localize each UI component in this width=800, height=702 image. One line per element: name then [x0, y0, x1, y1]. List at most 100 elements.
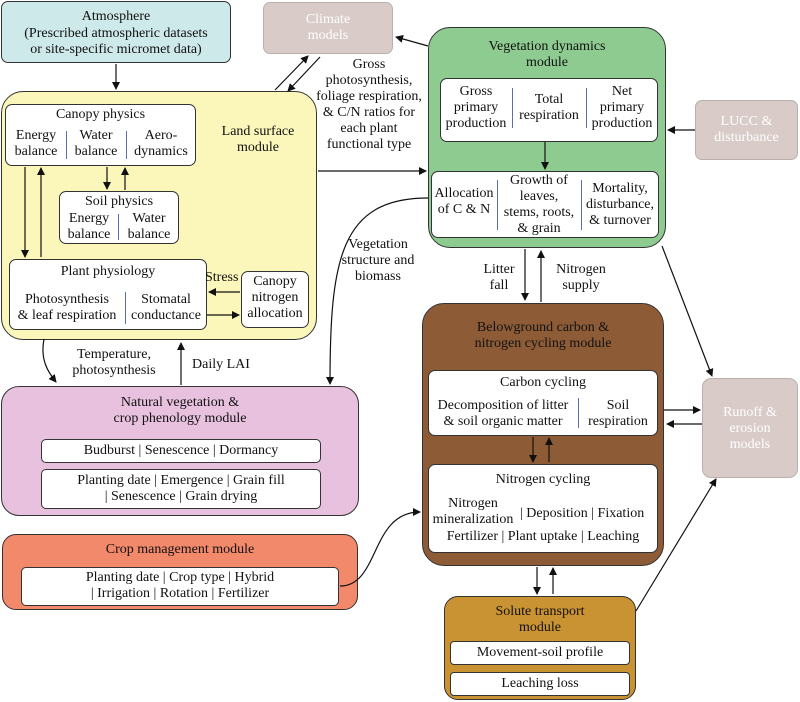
phenology-title1: Natural vegetation & [120, 395, 240, 410]
npp-line2: primary [599, 100, 645, 115]
solute-item2: Leaching loss [501, 676, 579, 691]
physiology-photo1: Photosynthesis [24, 292, 109, 307]
climate-line2: models [307, 28, 349, 43]
allocation-box [431, 171, 659, 238]
land-surface-label1: Land surface [221, 124, 295, 139]
temp-photo-line2: photosynthesis [72, 363, 156, 378]
runoff-line2: erosion [729, 421, 771, 436]
atmosphere-box: Atmosphere (Prescribed atmospheric datas… [1, 1, 231, 63]
belowground-title1: Belowground carbon & [476, 320, 610, 335]
runoff-line3: models [729, 437, 771, 452]
arrow-land-to-climate [274, 55, 309, 91]
phenology-title2: crop phenology module [113, 411, 247, 426]
physiology-photo2: & leaf respiration [17, 308, 117, 323]
temp-photo-line1: Temperature, [76, 347, 152, 362]
nitrogen-cycling-title: Nitrogen cycling [495, 472, 591, 487]
canopy-water1: Water [79, 128, 113, 143]
solute-title2: module [519, 620, 561, 635]
atmosphere-title: Atmosphere [81, 9, 151, 24]
phenology-row1: Budburst | Senescence | Dormancy [83, 443, 279, 458]
arrow-solute-to-runoff [635, 478, 717, 612]
solute-title1: Solute transport [495, 604, 585, 619]
runoff-erosion-box: Runoff & erosion models [702, 378, 798, 478]
canopy-nitrogen-line1: Canopy [253, 274, 297, 289]
arrow-land-to-phenology [42, 338, 57, 383]
physiology-stom2: conductance [131, 308, 201, 323]
canopy-energy2: balance [14, 144, 58, 159]
flux-label-line1: Gross [352, 57, 386, 72]
arrow-veg-to-runoff [661, 245, 714, 377]
crop-title: Crop management module [105, 542, 255, 557]
atmosphere-line2: or site-specific micromet data) [30, 42, 202, 57]
flux-label-line2: photosynthesis, [325, 73, 413, 88]
veg-structure-line3: biomass [355, 269, 401, 284]
canopy-physics-box [5, 104, 196, 166]
phenology-row1-box [41, 439, 321, 463]
n-row1b: mineralization [432, 512, 514, 527]
physiology-stom1: Stomatal [141, 292, 191, 307]
solute-item1: Movement-soil profile [476, 645, 604, 660]
flux-label-line6: functional type [326, 137, 412, 152]
daily-lai-label: Daily LAI [192, 357, 250, 372]
nitrogen-supply-line1: Nitrogen [556, 262, 606, 277]
gpp-line1: Gross [459, 84, 493, 99]
flux-label-line4: & C/N ratios for [322, 105, 416, 120]
growth-line3: stems, roots, [503, 205, 575, 220]
flux-label-line3: foliage respiration, [316, 89, 422, 104]
carbon-cycling-title: Carbon cycling [500, 375, 586, 390]
soil-physics-box [59, 191, 179, 244]
decomp-line2: & soil organic matter [443, 414, 563, 429]
land-surface-label2: module [237, 140, 279, 155]
phenology-row2b: | Senescence | Grain drying [104, 489, 258, 504]
crop-row2: | Irrigation | Rotation | Fertilizer [90, 586, 270, 601]
solute-item2-box [450, 672, 630, 696]
arrow-veg-to-climate [395, 35, 429, 47]
arrow-crop-to-belowground [339, 508, 421, 587]
mort-line1: Mortality, [592, 181, 648, 196]
alloc-line1: Allocation [434, 186, 494, 201]
lucc-line1: LUCC & [720, 114, 773, 129]
canopy-nitrogen-line2: nitrogen [251, 290, 299, 305]
nitrogen-cycling-box [428, 464, 658, 553]
canopy-nitrogen-line3: allocation [247, 306, 303, 321]
climate-models-box: Climate models [263, 2, 393, 54]
lucc-disturbance-box: LUCC & disturbance [695, 100, 798, 160]
canopy-nitrogen-box [241, 271, 309, 328]
n-row1a: Nitrogen [448, 496, 498, 511]
gpp-line2: primary [453, 100, 499, 115]
soil-resp-line1: Soil [606, 398, 630, 413]
climate-line1: Climate [305, 12, 351, 27]
arrow-climate-to-land [287, 56, 321, 92]
plant-physiology-box [9, 259, 207, 330]
litter-line2: fall [489, 278, 509, 293]
n-row1c: | Deposition | Fixation [520, 506, 645, 521]
soil-energy1: Energy [68, 211, 110, 226]
crop-row1: Planting date | Crop type | Hybrid [85, 570, 275, 585]
belowground-title2: nitrogen cycling module [474, 336, 612, 351]
growth-line1: Growth of [510, 173, 568, 188]
tr-line2: respiration [519, 108, 579, 123]
solute-item1-box [450, 641, 630, 665]
gpp-line3: production [445, 116, 507, 131]
canopy-energy1: Energy [15, 128, 57, 143]
nitrogen-supply-line2: supply [562, 278, 600, 293]
tr-line1: Total [534, 92, 564, 107]
npp-line1: Net [611, 84, 633, 99]
n-row2: Fertilizer | Plant uptake | Leaching [446, 529, 640, 544]
canopy-water2: balance [74, 144, 118, 159]
stress-label: Stress [205, 270, 239, 285]
runoff-line1: Runoff & [723, 405, 777, 420]
mort-line3: & turnover [589, 213, 651, 228]
veg-structure-line1: Vegetation [348, 237, 408, 252]
growth-line2: leaves, [519, 189, 559, 204]
vegetation-title2: module [526, 55, 568, 70]
carbon-cycling-box [428, 370, 658, 436]
soil-physics-title: Soil physics [84, 194, 154, 209]
production-box [440, 78, 658, 142]
canopy-aero1: Aero- [144, 128, 178, 143]
soil-water2: balance [127, 227, 171, 242]
soil-resp-line2: respiration [588, 414, 648, 429]
npp-line3: production [591, 116, 653, 131]
atmosphere-line1: (Prescribed atmospheric datasets [24, 26, 208, 41]
alloc-line2: of C & N [437, 202, 491, 217]
